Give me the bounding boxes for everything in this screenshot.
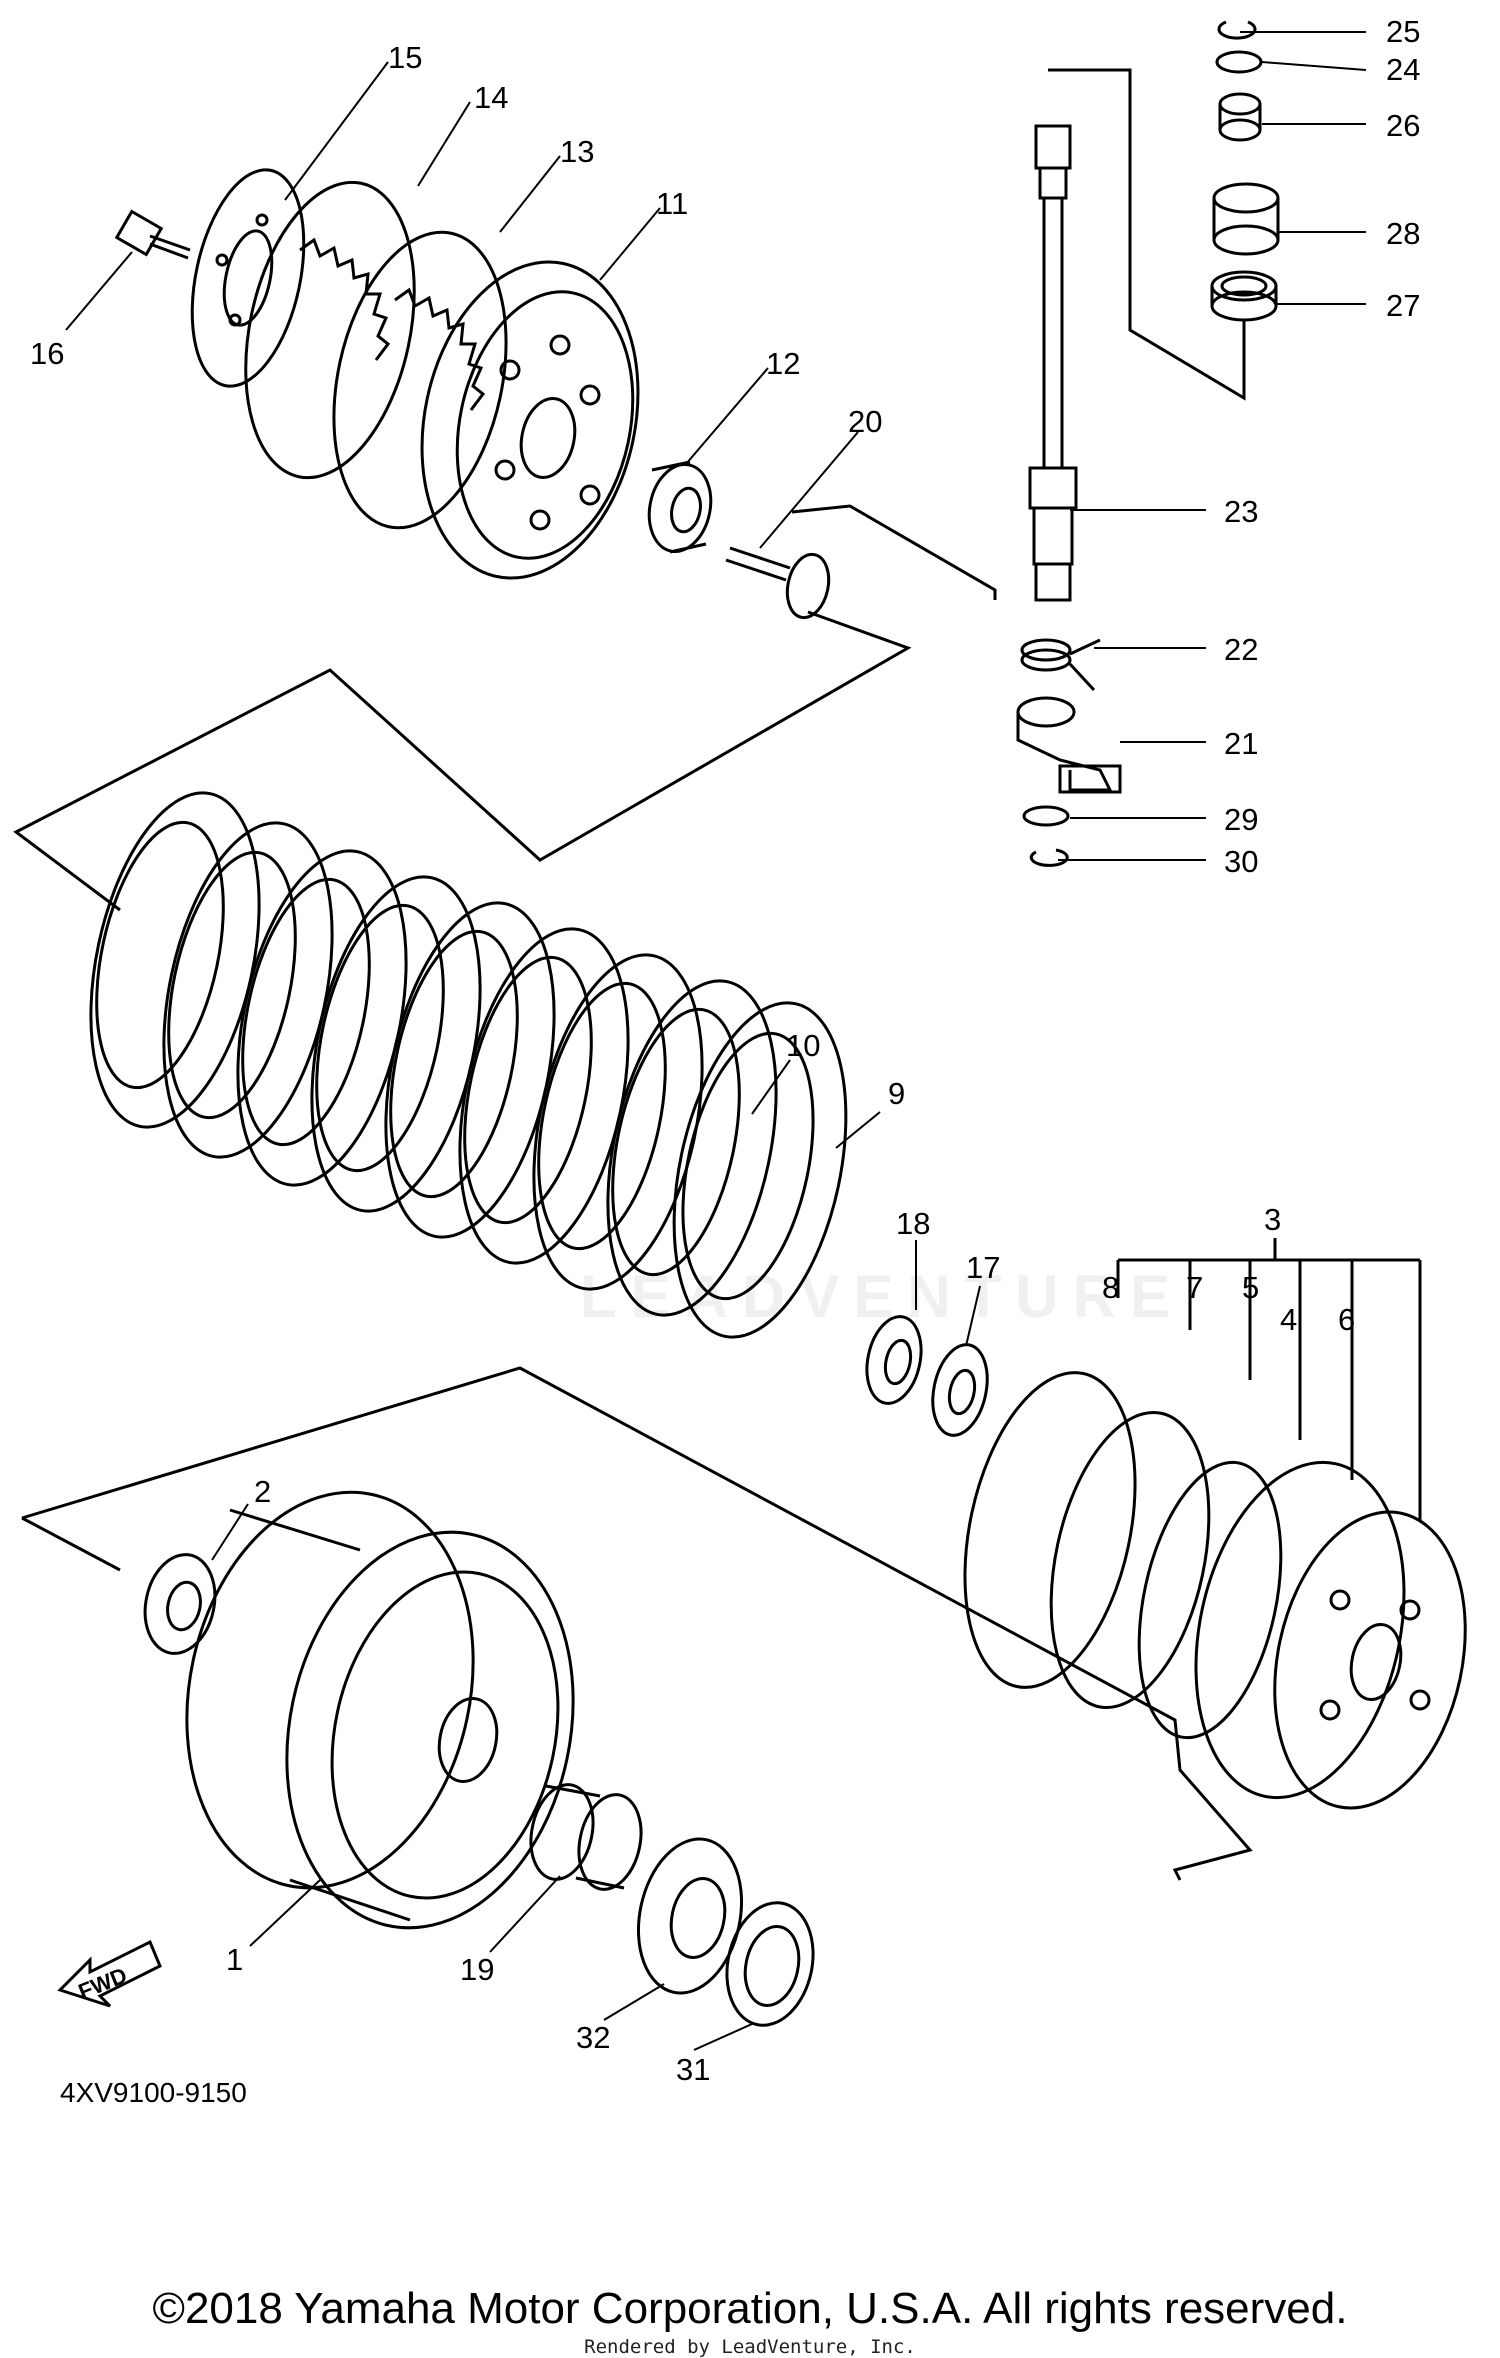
washer-29[interactable] bbox=[1022, 805, 1070, 827]
fwd-arrow-icon bbox=[57, 1939, 162, 2008]
callout-18: 18 bbox=[896, 1206, 930, 1241]
push-lever-shaft-23[interactable] bbox=[1028, 124, 1078, 602]
plate-14[interactable] bbox=[221, 167, 440, 494]
push-rod-20[interactable] bbox=[725, 546, 834, 621]
callout-28: 28 bbox=[1386, 216, 1420, 251]
leader-lines bbox=[65, 31, 1367, 2051]
shaft-bracket bbox=[1048, 68, 1246, 401]
bearing-28[interactable] bbox=[1212, 182, 1280, 256]
callout-7: 7 bbox=[1186, 1270, 1203, 1305]
callout-9: 9 bbox=[888, 1076, 905, 1111]
callout-26: 26 bbox=[1386, 108, 1420, 143]
plate-13[interactable] bbox=[309, 216, 532, 544]
gear-32[interactable] bbox=[625, 1829, 755, 2002]
callout-14: 14 bbox=[474, 80, 508, 115]
callout-13: 13 bbox=[560, 134, 594, 169]
collar-18[interactable] bbox=[859, 1312, 928, 1409]
bolt-16[interactable] bbox=[114, 209, 191, 260]
lever-21[interactable] bbox=[1016, 696, 1122, 794]
bearing-26[interactable] bbox=[1218, 92, 1262, 142]
callout-11: 11 bbox=[656, 186, 688, 221]
clutch-housing-1[interactable] bbox=[151, 1465, 608, 1954]
bearing-12[interactable] bbox=[642, 459, 719, 558]
group-bracket-lower bbox=[21, 1366, 1253, 1881]
diagram-code: 4XV9100-9150 bbox=[60, 2077, 247, 2108]
callout-6: 6 bbox=[1338, 1302, 1355, 1337]
group-bracket-upper bbox=[13, 504, 997, 912]
washer-31[interactable] bbox=[716, 1895, 824, 2034]
callout-4: 4 bbox=[1280, 1302, 1297, 1337]
plate-15[interactable] bbox=[174, 160, 321, 397]
callout-29: 29 bbox=[1224, 802, 1258, 837]
bracket-3 bbox=[1116, 1238, 1422, 1520]
callout-19: 19 bbox=[460, 1952, 494, 1987]
washer-24[interactable] bbox=[1215, 50, 1263, 74]
callout-16: 16 bbox=[30, 336, 64, 371]
callout-22: 22 bbox=[1224, 632, 1258, 667]
callout-23: 23 bbox=[1224, 494, 1258, 529]
clutch-plate-stack[interactable] bbox=[63, 777, 873, 1352]
circlip-25[interactable] bbox=[1217, 20, 1257, 40]
callout-20: 20 bbox=[848, 404, 882, 439]
callout-17: 17 bbox=[966, 1250, 1000, 1285]
callout-1: 1 bbox=[226, 1942, 243, 1977]
callout-3: 3 bbox=[1264, 1202, 1281, 1237]
callout-21: 21 bbox=[1224, 726, 1258, 761]
lock-washer-17[interactable] bbox=[925, 1340, 995, 1441]
seal-27[interactable] bbox=[1210, 270, 1278, 322]
callout-8: 8 bbox=[1102, 1270, 1119, 1305]
pressure-plate-11[interactable] bbox=[394, 242, 666, 599]
callout-12: 12 bbox=[766, 346, 800, 381]
callout-2: 2 bbox=[254, 1474, 271, 1509]
callout-30: 30 bbox=[1224, 844, 1258, 879]
callout-10: 10 bbox=[786, 1028, 820, 1063]
needle-bearing-19[interactable] bbox=[523, 1779, 650, 1895]
spring-22[interactable] bbox=[1020, 638, 1101, 692]
callout-31: 31 bbox=[676, 2052, 710, 2087]
rendered-by: Rendered by LeadVenture, Inc. bbox=[584, 2336, 916, 2358]
callout-32: 32 bbox=[576, 2020, 610, 2055]
callout-27: 27 bbox=[1386, 288, 1420, 323]
copyright-notice: ©2018 Yamaha Motor Corporation, U.S.A. A… bbox=[152, 2284, 1348, 2333]
callout-15: 15 bbox=[388, 40, 422, 75]
washer-2[interactable] bbox=[136, 1548, 223, 1660]
callout-5: 5 bbox=[1242, 1270, 1259, 1305]
callout-25: 25 bbox=[1386, 14, 1420, 49]
circlip-30[interactable] bbox=[1029, 848, 1069, 867]
clutch-boss-assembly[interactable] bbox=[938, 1357, 1491, 1826]
callout-24: 24 bbox=[1386, 52, 1420, 87]
